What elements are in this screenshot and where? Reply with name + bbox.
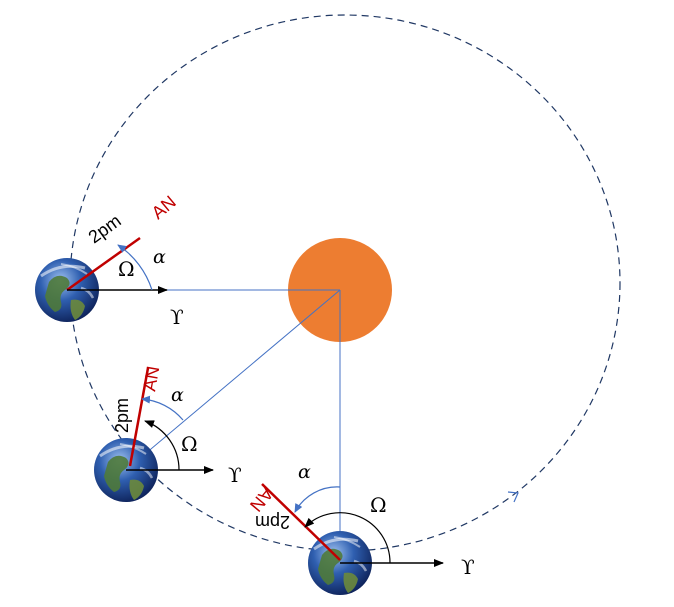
omega-arc — [144, 420, 180, 471]
vernal-equinox-label: ϒ — [228, 463, 242, 487]
earth-position-3: AN 2pm Ω α ϒ — [246, 461, 475, 597]
alpha-arc — [294, 486, 341, 513]
time-label: 2pm — [85, 210, 125, 247]
an-label: AN — [139, 365, 163, 393]
an-label: AN — [246, 483, 277, 515]
alpha-label: α — [171, 384, 184, 406]
omega-arc — [304, 512, 391, 564]
alpha-label: α — [153, 246, 166, 268]
time-label: 2pm — [112, 398, 132, 433]
omega-label: Ω — [118, 257, 135, 281]
earth-position-1: AN 2pm Ω α ϒ — [33, 192, 184, 329]
sun-earth-line-2 — [125, 289, 341, 471]
alpha-arc — [141, 395, 184, 421]
vernal-equinox-label: ϒ — [170, 305, 184, 329]
earth-position-2: AN 2pm Ω α ϒ — [92, 365, 242, 504]
orbit-direction-arrow-icon — [507, 491, 519, 503]
ascending-node-line — [128, 367, 150, 467]
ascending-node-line — [66, 236, 141, 292]
omega-label: Ω — [181, 432, 198, 456]
alpha-arc — [117, 244, 153, 291]
ascending-node-line — [261, 483, 341, 561]
alpha-label: α — [298, 461, 311, 483]
an-label: AN — [148, 192, 180, 223]
omega-label: Ω — [370, 493, 387, 517]
time-label: 2pm — [255, 512, 290, 532]
vernal-equinox-label: ϒ — [461, 555, 475, 579]
